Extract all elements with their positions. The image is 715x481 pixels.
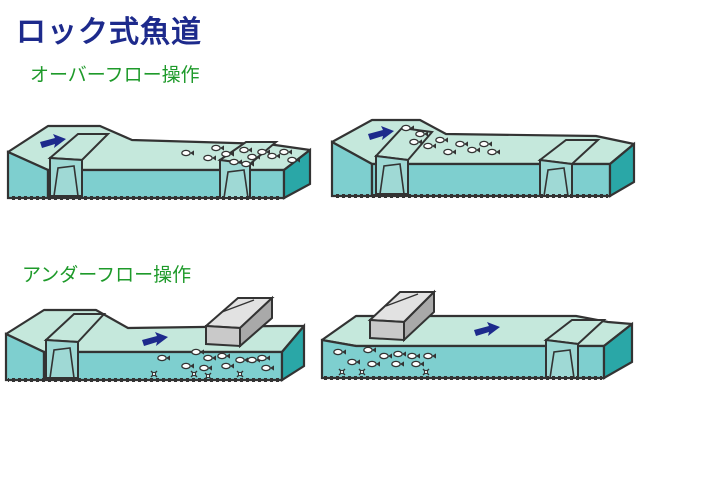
section-label-underflow: アンダーフロー操作 — [22, 264, 192, 286]
overflow-panel-right — [330, 118, 636, 198]
overflow-panel-left — [6, 124, 312, 200]
sluice-gate-icon — [203, 295, 275, 349]
section-label-overflow: オーバーフロー操作 — [30, 64, 200, 86]
underflow-panel-left — [4, 295, 306, 383]
page-title: ロック式魚道 — [16, 15, 202, 50]
underflow-panel-right — [320, 289, 634, 380]
sluice-gate-icon — [367, 289, 437, 343]
